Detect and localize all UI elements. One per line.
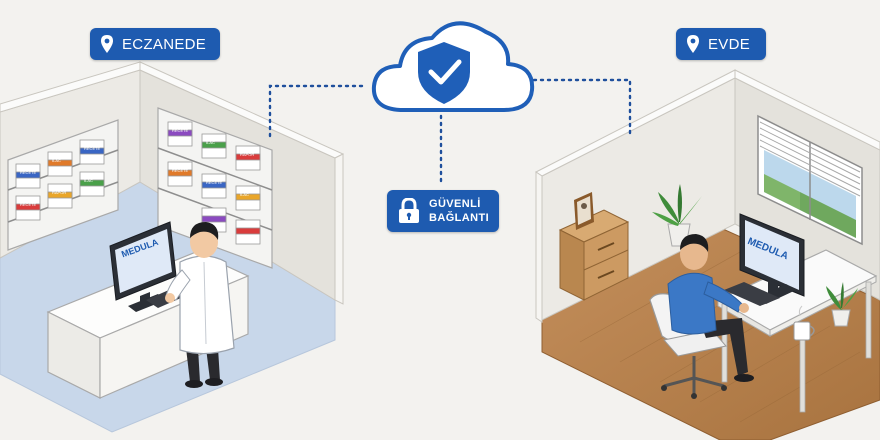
shelf-box-label: ILAC — [84, 178, 93, 183]
shelf-box-label: ILAC — [206, 140, 215, 145]
secure-badge-line1: GÜVENLİ — [429, 198, 481, 210]
pharmacy-room — [0, 61, 345, 433]
shelf-box-label: RAPOR — [240, 152, 254, 157]
shelf-box-label: ILAC — [52, 158, 61, 163]
link-pharmacy-cloud — [268, 84, 368, 138]
shelf-box-label: RECETE — [172, 168, 189, 173]
shelf-box-label: RECETE — [20, 202, 37, 207]
home-mug — [793, 305, 815, 341]
location-label-pharmacy-text: ECZANEDE — [122, 35, 207, 53]
shelf-box-label: ILAC — [240, 192, 249, 197]
shelf-box-label: RECETE — [20, 170, 37, 175]
shelf-box-label: RAPOR — [52, 190, 66, 195]
secure-connection-badge: GÜVENLİ BAĞLANTI — [387, 190, 499, 232]
home-monitor — [724, 213, 805, 306]
shelf-box-label: RECETE — [84, 146, 101, 151]
pharmacy-shelf-left — [7, 119, 119, 251]
location-pin-icon — [687, 35, 699, 53]
home-cabinet — [558, 192, 630, 301]
location-label-home-text: EVDE — [708, 35, 751, 53]
home-user-figure — [667, 234, 754, 382]
shield-check-icon — [418, 42, 470, 104]
location-label-home: EVDE — [676, 28, 766, 60]
home-window — [757, 114, 863, 246]
secure-badge-line2: BAĞLANTI — [429, 212, 490, 224]
location-pin-icon — [101, 35, 113, 53]
location-label-pharmacy: ECZANEDE — [90, 28, 220, 60]
home-desk-plant — [826, 282, 858, 327]
home-plant — [652, 184, 702, 247]
pharmacy-shelf-right — [157, 107, 273, 269]
padlock-icon — [399, 198, 419, 223]
shelf-box-label: RECETE — [206, 180, 223, 185]
home-room — [535, 69, 880, 440]
connection-lines — [268, 78, 632, 186]
pharmacist-figure — [165, 222, 235, 388]
link-cloud-home — [518, 78, 632, 140]
shelf-box-label: RECETE — [172, 128, 189, 133]
